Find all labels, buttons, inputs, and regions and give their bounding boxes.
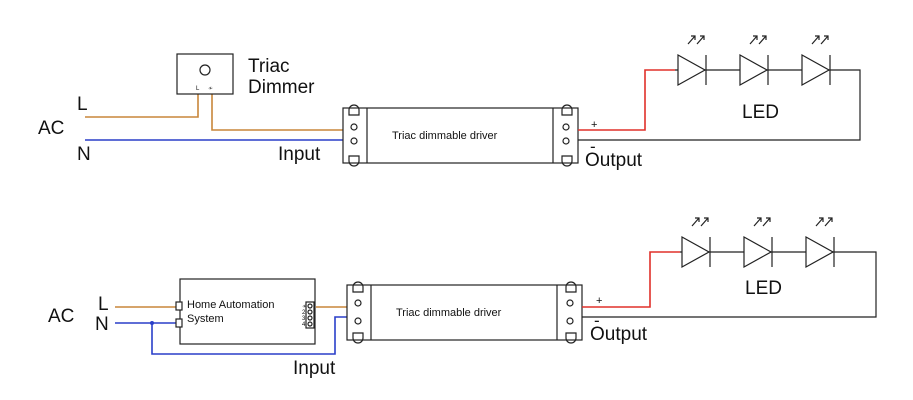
- top-triac-driver: Triac dimmable driver: [342, 104, 579, 167]
- bottom-n-label: N: [95, 314, 109, 335]
- top-ac-label: AC: [38, 118, 64, 139]
- dimmer-terminal-l: L: [196, 86, 200, 92]
- top-live-wire-out: [211, 92, 348, 131]
- top-n-label: N: [77, 144, 91, 165]
- bottom-led-1: [681, 217, 711, 269]
- top-positive-wire: [578, 69, 675, 131]
- ha-terminal-1: ≁: [302, 304, 307, 310]
- top-led-label: LED: [742, 102, 779, 123]
- bottom-minus-sign: -: [594, 311, 600, 330]
- top-input-label: Input: [278, 144, 321, 165]
- triac-dimmer: L ≁: [176, 53, 234, 95]
- bottom-led-3: [805, 217, 835, 269]
- top-plus-sign: +: [591, 119, 597, 131]
- top-circuit: AC L N L ≁ Triac Dimmer: [38, 35, 861, 171]
- ha-terminal-2: 2: [302, 310, 306, 316]
- bottom-l-label: L: [98, 294, 109, 315]
- bottom-triac-driver: Triac dimmable driver: [346, 281, 583, 344]
- bottom-neutral-wire: [151, 316, 352, 355]
- top-l-label: L: [77, 94, 88, 115]
- bottom-driver-label: Triac dimmable driver: [396, 307, 502, 319]
- bottom-led-2: [743, 217, 773, 269]
- bottom-output-label: Output: [590, 324, 648, 345]
- bottom-ac-label: AC: [48, 306, 74, 327]
- dimmer-terminal-load: ≁: [208, 86, 213, 92]
- top-negative-wire: [578, 69, 861, 141]
- ha-terminal-3: 3: [302, 316, 306, 322]
- top-output-label: Output: [585, 150, 643, 171]
- bottom-negative-wire: [582, 251, 877, 318]
- dimmer-title-2: Dimmer: [248, 77, 315, 98]
- bottom-plus-sign: +: [596, 295, 602, 307]
- bottom-positive-wire: [582, 251, 680, 308]
- top-driver-label: Triac dimmable driver: [392, 130, 498, 142]
- ha-terminal-4: 4: [302, 322, 306, 328]
- dimmer-title-1: Triac: [248, 56, 290, 77]
- top-led-3: [801, 35, 831, 87]
- top-led-2: [739, 35, 769, 87]
- top-live-wire-in: [85, 92, 199, 118]
- bottom-input-label: Input: [293, 358, 336, 379]
- bottom-led-string: [680, 217, 836, 269]
- top-minus-sign: -: [590, 137, 596, 156]
- top-led-string: [675, 35, 832, 87]
- bottom-led-label: LED: [745, 278, 782, 299]
- bottom-circuit: AC L N ≁ 2 3 4 Home Automation System: [48, 217, 877, 379]
- home-automation-system: ≁ 2 3 4 Home Automation System: [175, 278, 316, 345]
- ha-label-1: Home Automation: [187, 299, 274, 311]
- ha-label-2: System: [187, 313, 224, 325]
- top-led-1: [677, 35, 707, 87]
